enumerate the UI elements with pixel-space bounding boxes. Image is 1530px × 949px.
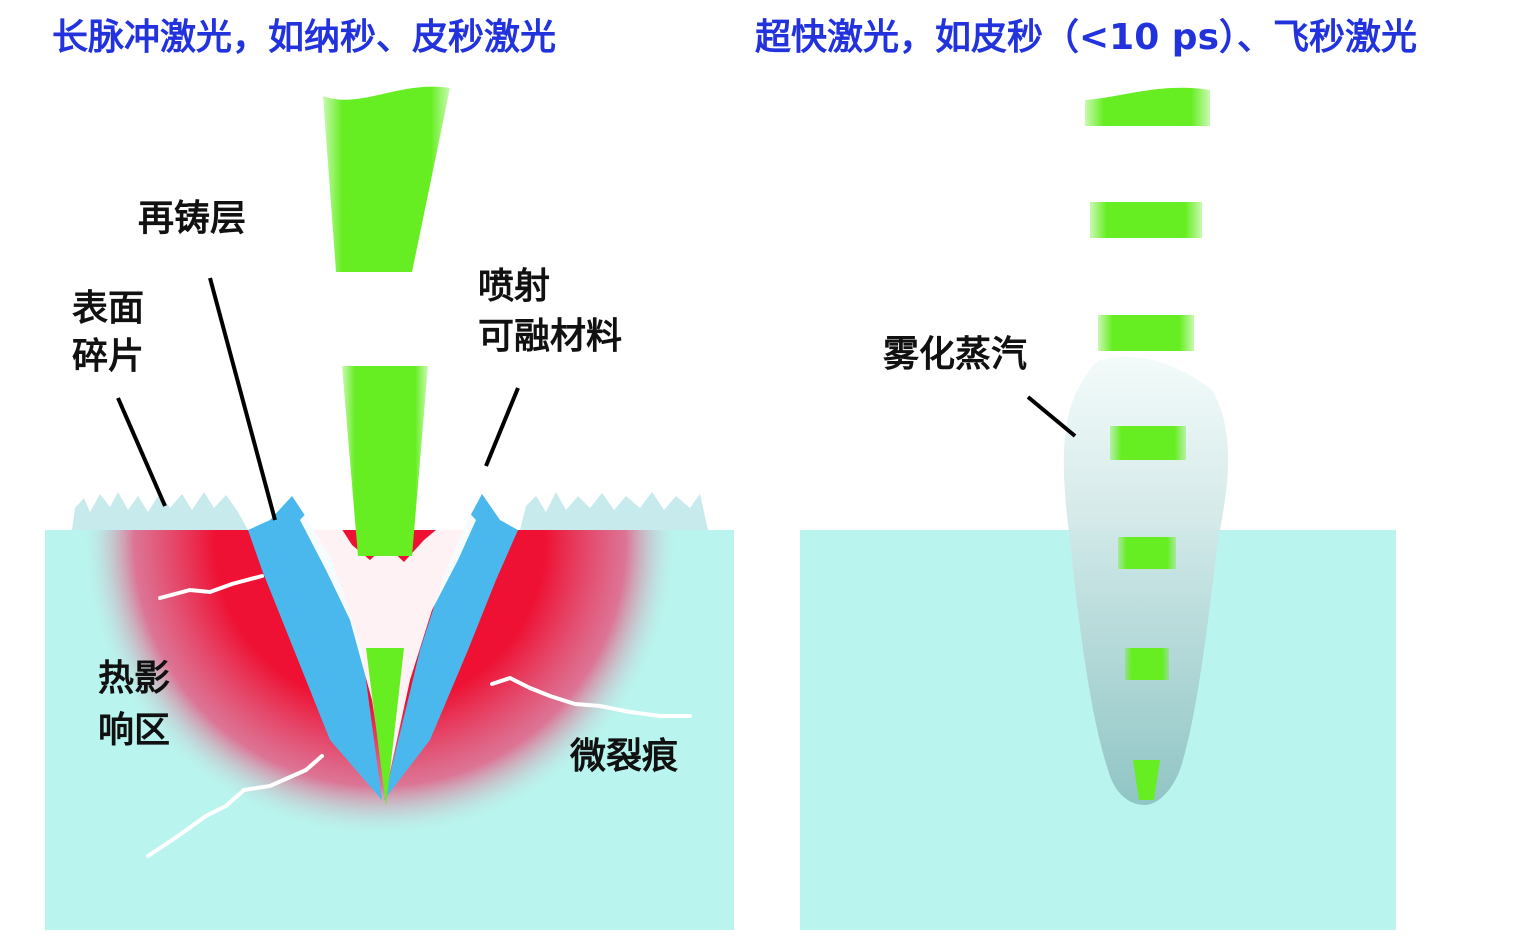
surface-debris: [72, 492, 248, 530]
haz-label-1: 热影: [98, 658, 171, 699]
vapor-plume: [1063, 356, 1229, 805]
ejected-melt: [300, 500, 476, 790]
recast-layer-label: 再铸层: [138, 198, 247, 239]
beam-middle: [342, 366, 428, 556]
ejected-melt-label-2: 可融材料: [478, 316, 623, 357]
leader-lines: [116, 277, 520, 521]
beam-top: [323, 86, 450, 272]
long-pulse-title: 长脉冲激光，如纳秒、皮秒激光: [52, 17, 557, 58]
micro-cracks: [146, 574, 692, 858]
haz-label-2: 响区: [98, 710, 171, 751]
micro-cracks-label: 微裂痕: [570, 736, 679, 777]
surface-debris-label-2: 碎片: [72, 336, 145, 377]
pulse-tip: [1133, 760, 1160, 800]
vapor-leader-line: [1026, 395, 1077, 438]
pulse-train: [1085, 87, 1210, 680]
surface-debris: [520, 492, 708, 530]
surface-debris-label-1: 表面: [72, 288, 145, 329]
ultrafast-title: 超快激光，如皮秒（<10 ps）、飞秒激光: [755, 17, 1417, 58]
recast-layer-right: [384, 494, 518, 800]
vapor-label: 雾化蒸汽: [883, 334, 1028, 375]
ultrafast-panel: [800, 87, 1396, 930]
ejected-melt-label-1: 喷射: [478, 266, 551, 307]
long-pulse-panel: [45, 86, 734, 930]
beam-tip: [366, 648, 404, 806]
recast-layer-left: [248, 496, 382, 800]
